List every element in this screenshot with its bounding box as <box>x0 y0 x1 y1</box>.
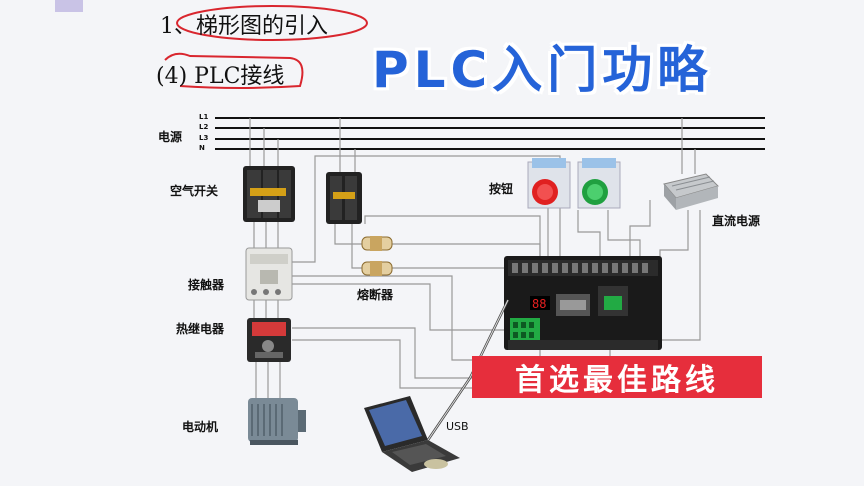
dc-power-label: 直流电源 <box>712 214 761 228</box>
motor <box>248 398 306 445</box>
section-heading: 1、梯形图的引入 <box>160 14 328 39</box>
power-source-label: 电源 <box>158 130 183 144</box>
bus-label-n: N <box>199 144 205 152</box>
motor-label: 电动机 <box>182 420 219 434</box>
air-switch-2pole <box>326 172 362 224</box>
plc-unit: 88 <box>504 256 662 350</box>
thermal-relay <box>247 318 291 362</box>
laptop <box>364 396 460 472</box>
red-banner: 首选最佳路线 <box>472 356 762 398</box>
contactor-label: 接触器 <box>188 278 225 292</box>
banner-title: PLC入门功略 <box>372 41 713 99</box>
thermal-relay-label: 热继电器 <box>176 322 225 336</box>
button-red <box>527 158 571 209</box>
button-green <box>577 158 621 209</box>
usb-label: USB <box>446 420 469 433</box>
fuse-2 <box>361 261 393 276</box>
fuse-label: 熔断器 <box>357 288 394 302</box>
buttons-label: 按钮 <box>489 182 514 196</box>
drops <box>249 118 701 398</box>
svg-text:88: 88 <box>532 297 546 311</box>
contactor <box>245 247 293 301</box>
usb-cable-highlight <box>427 299 509 441</box>
subheading-circle-mark <box>164 52 304 89</box>
air-switch-label: 空气开关 <box>170 184 219 198</box>
bus-label-l3: L3 <box>199 134 209 142</box>
bus-label-l1: L1 <box>199 113 209 121</box>
dc-power-supply <box>663 173 719 210</box>
bus-label-l2: L2 <box>199 123 209 131</box>
heading-circle-mark <box>176 5 368 41</box>
top-accent-bar <box>55 0 83 12</box>
fuse-1 <box>361 236 393 251</box>
air-switch-3pole <box>243 166 295 222</box>
sub-heading: (4) PLC接线 <box>156 64 285 89</box>
